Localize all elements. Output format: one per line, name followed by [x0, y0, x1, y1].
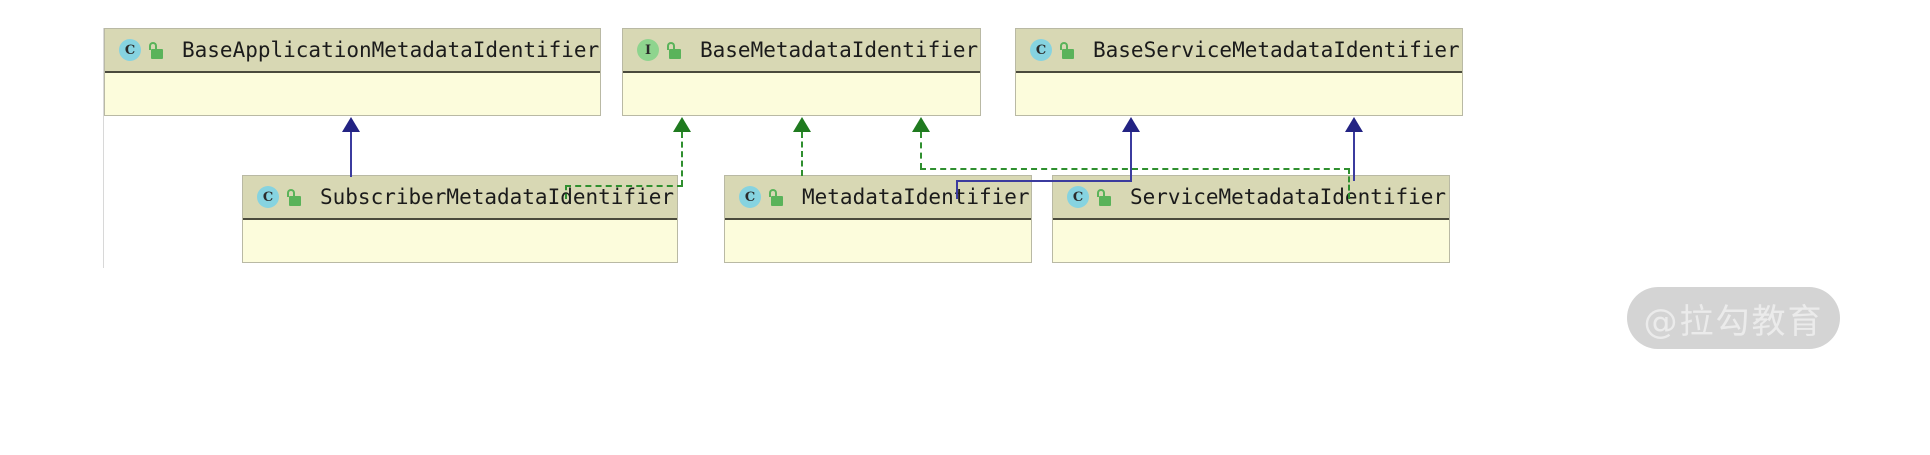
realization-arrowhead: [673, 117, 691, 132]
class-members-compartment: [243, 220, 677, 262]
class-header: C BaseApplicationMetadataIdentifier: [105, 29, 600, 73]
realization-arrowhead: [793, 117, 811, 132]
watermark-text: @拉勾教育: [1643, 301, 1824, 342]
class-icon: C: [257, 186, 279, 208]
class-box-base-service-metadata-identifier[interactable]: C BaseServiceMetadataIdentifier: [1015, 28, 1463, 116]
connector-segment: [1348, 168, 1350, 199]
left-guide-rule: [103, 28, 104, 268]
unlocked-padlock-icon: [286, 188, 302, 206]
connector-segment: [1353, 131, 1355, 181]
class-icon: C: [119, 39, 141, 61]
connector-segment: [920, 168, 1350, 170]
inheritance-arrowhead: [342, 117, 360, 132]
unlocked-padlock-icon: [768, 188, 784, 206]
connector-segment: [956, 180, 1132, 182]
watermark-badge: @拉勾教育: [1627, 287, 1840, 349]
connector-segment: [565, 185, 683, 187]
unlocked-padlock-icon: [148, 41, 164, 59]
class-header: C MetadataIdentifier: [725, 176, 1031, 220]
class-name-label: BaseApplicationMetadataIdentifier: [182, 38, 600, 62]
class-header: C BaseServiceMetadataIdentifier: [1016, 29, 1462, 73]
unlocked-padlock-icon: [1096, 188, 1112, 206]
class-box-base-metadata-identifier[interactable]: I BaseMetadataIdentifier: [622, 28, 981, 116]
class-header: C ServiceMetadataIdentifier: [1053, 176, 1449, 220]
class-box-base-application-metadata-identifier[interactable]: C BaseApplicationMetadataIdentifier: [104, 28, 601, 116]
class-icon: C: [1030, 39, 1052, 61]
class-icon: C: [1067, 186, 1089, 208]
connector-segment: [681, 132, 683, 186]
class-box-service-metadata-identifier[interactable]: C ServiceMetadataIdentifier: [1052, 175, 1450, 263]
connector-segment: [920, 132, 922, 169]
connector-segment: [565, 185, 567, 199]
class-members-compartment: [1053, 220, 1449, 262]
class-members-compartment: [105, 73, 600, 115]
realization-arrowhead: [912, 117, 930, 132]
class-members-compartment: [725, 220, 1031, 262]
interface-icon: I: [637, 39, 659, 61]
connector-segment: [1130, 131, 1132, 181]
class-name-label: ServiceMetadataIdentifier: [1130, 185, 1447, 209]
class-box-metadata-identifier[interactable]: C MetadataIdentifier: [724, 175, 1032, 263]
class-members-compartment: [623, 73, 980, 115]
connector-segment: [956, 180, 958, 199]
class-box-subscriber-metadata-identifier[interactable]: C SubscriberMetadataIdentifier: [242, 175, 678, 263]
inheritance-arrowhead: [1122, 117, 1140, 132]
class-icon: C: [739, 186, 761, 208]
class-header: C SubscriberMetadataIdentifier: [243, 176, 677, 220]
class-members-compartment: [1016, 73, 1462, 115]
connector-segment: [350, 131, 352, 177]
unlocked-padlock-icon: [1059, 41, 1075, 59]
class-name-label: MetadataIdentifier: [802, 185, 1030, 209]
class-name-label: BaseMetadataIdentifier: [700, 38, 979, 62]
unlocked-padlock-icon: [666, 41, 682, 59]
inheritance-arrowhead: [1345, 117, 1363, 132]
connector-segment: [801, 132, 803, 176]
class-header: I BaseMetadataIdentifier: [623, 29, 980, 73]
class-name-label: BaseServiceMetadataIdentifier: [1093, 38, 1460, 62]
class-name-label: SubscriberMetadataIdentifier: [320, 185, 675, 209]
